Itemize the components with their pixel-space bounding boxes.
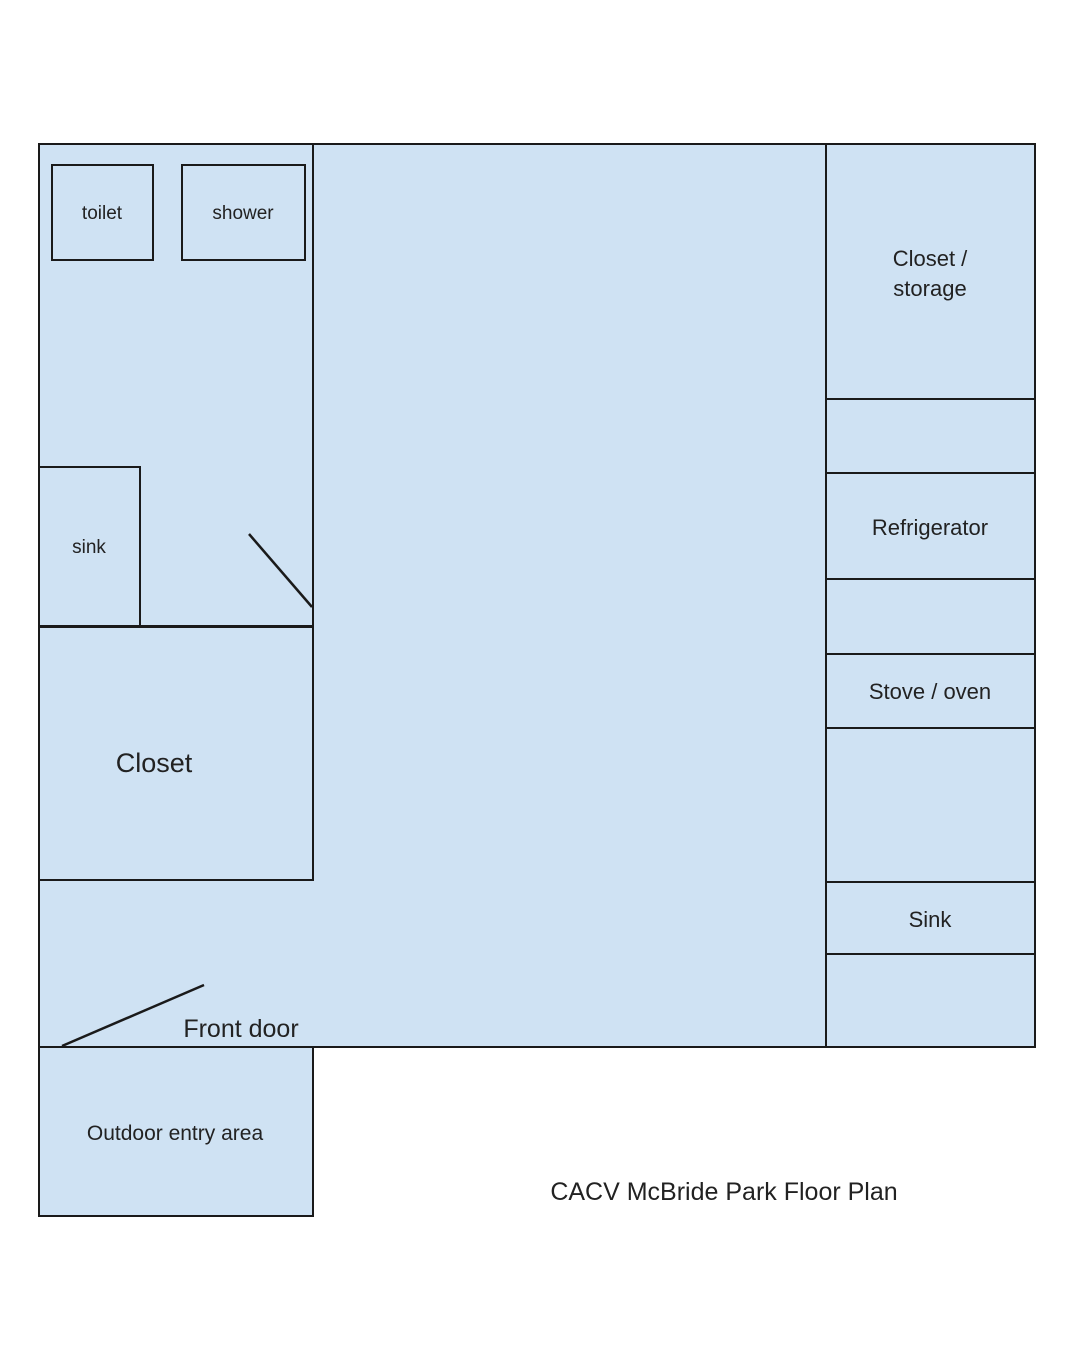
refrigerator-fixture: [825, 472, 1036, 580]
toilet-fixture: [51, 164, 154, 261]
kitchen-counter-2: [825, 578, 1036, 655]
closet-storage-label-line2: storage: [893, 276, 966, 301]
kitchen-counter-3: [825, 727, 1036, 883]
bathroom-door: [248, 533, 313, 608]
closet-storage-room: [825, 143, 1036, 400]
outdoor-entry-label: Outdoor entry area: [87, 1122, 264, 1145]
kitchen-counter-4: [825, 953, 1036, 1048]
outdoor-entry-area: [38, 1046, 314, 1217]
toilet-label: toilet: [82, 203, 123, 224]
front-door: [61, 983, 205, 1048]
refrigerator-label: Refrigerator: [872, 515, 988, 540]
closet-room: [38, 626, 314, 881]
plan-title: CACV McBride Park Floor Plan: [550, 1178, 897, 1206]
closet-label: Closet: [116, 748, 193, 778]
shower-fixture: [181, 164, 306, 261]
bathroom-sink-label: sink: [72, 537, 106, 558]
stove-oven-label: Stove / oven: [869, 679, 991, 704]
shower-label: shower: [212, 203, 274, 224]
kitchen-sink-label: Sink: [909, 907, 953, 932]
closet-storage-label-line1: Closet /: [893, 246, 968, 271]
front-door-label: Front door: [183, 1015, 298, 1043]
kitchen-counter-1: [825, 398, 1036, 474]
